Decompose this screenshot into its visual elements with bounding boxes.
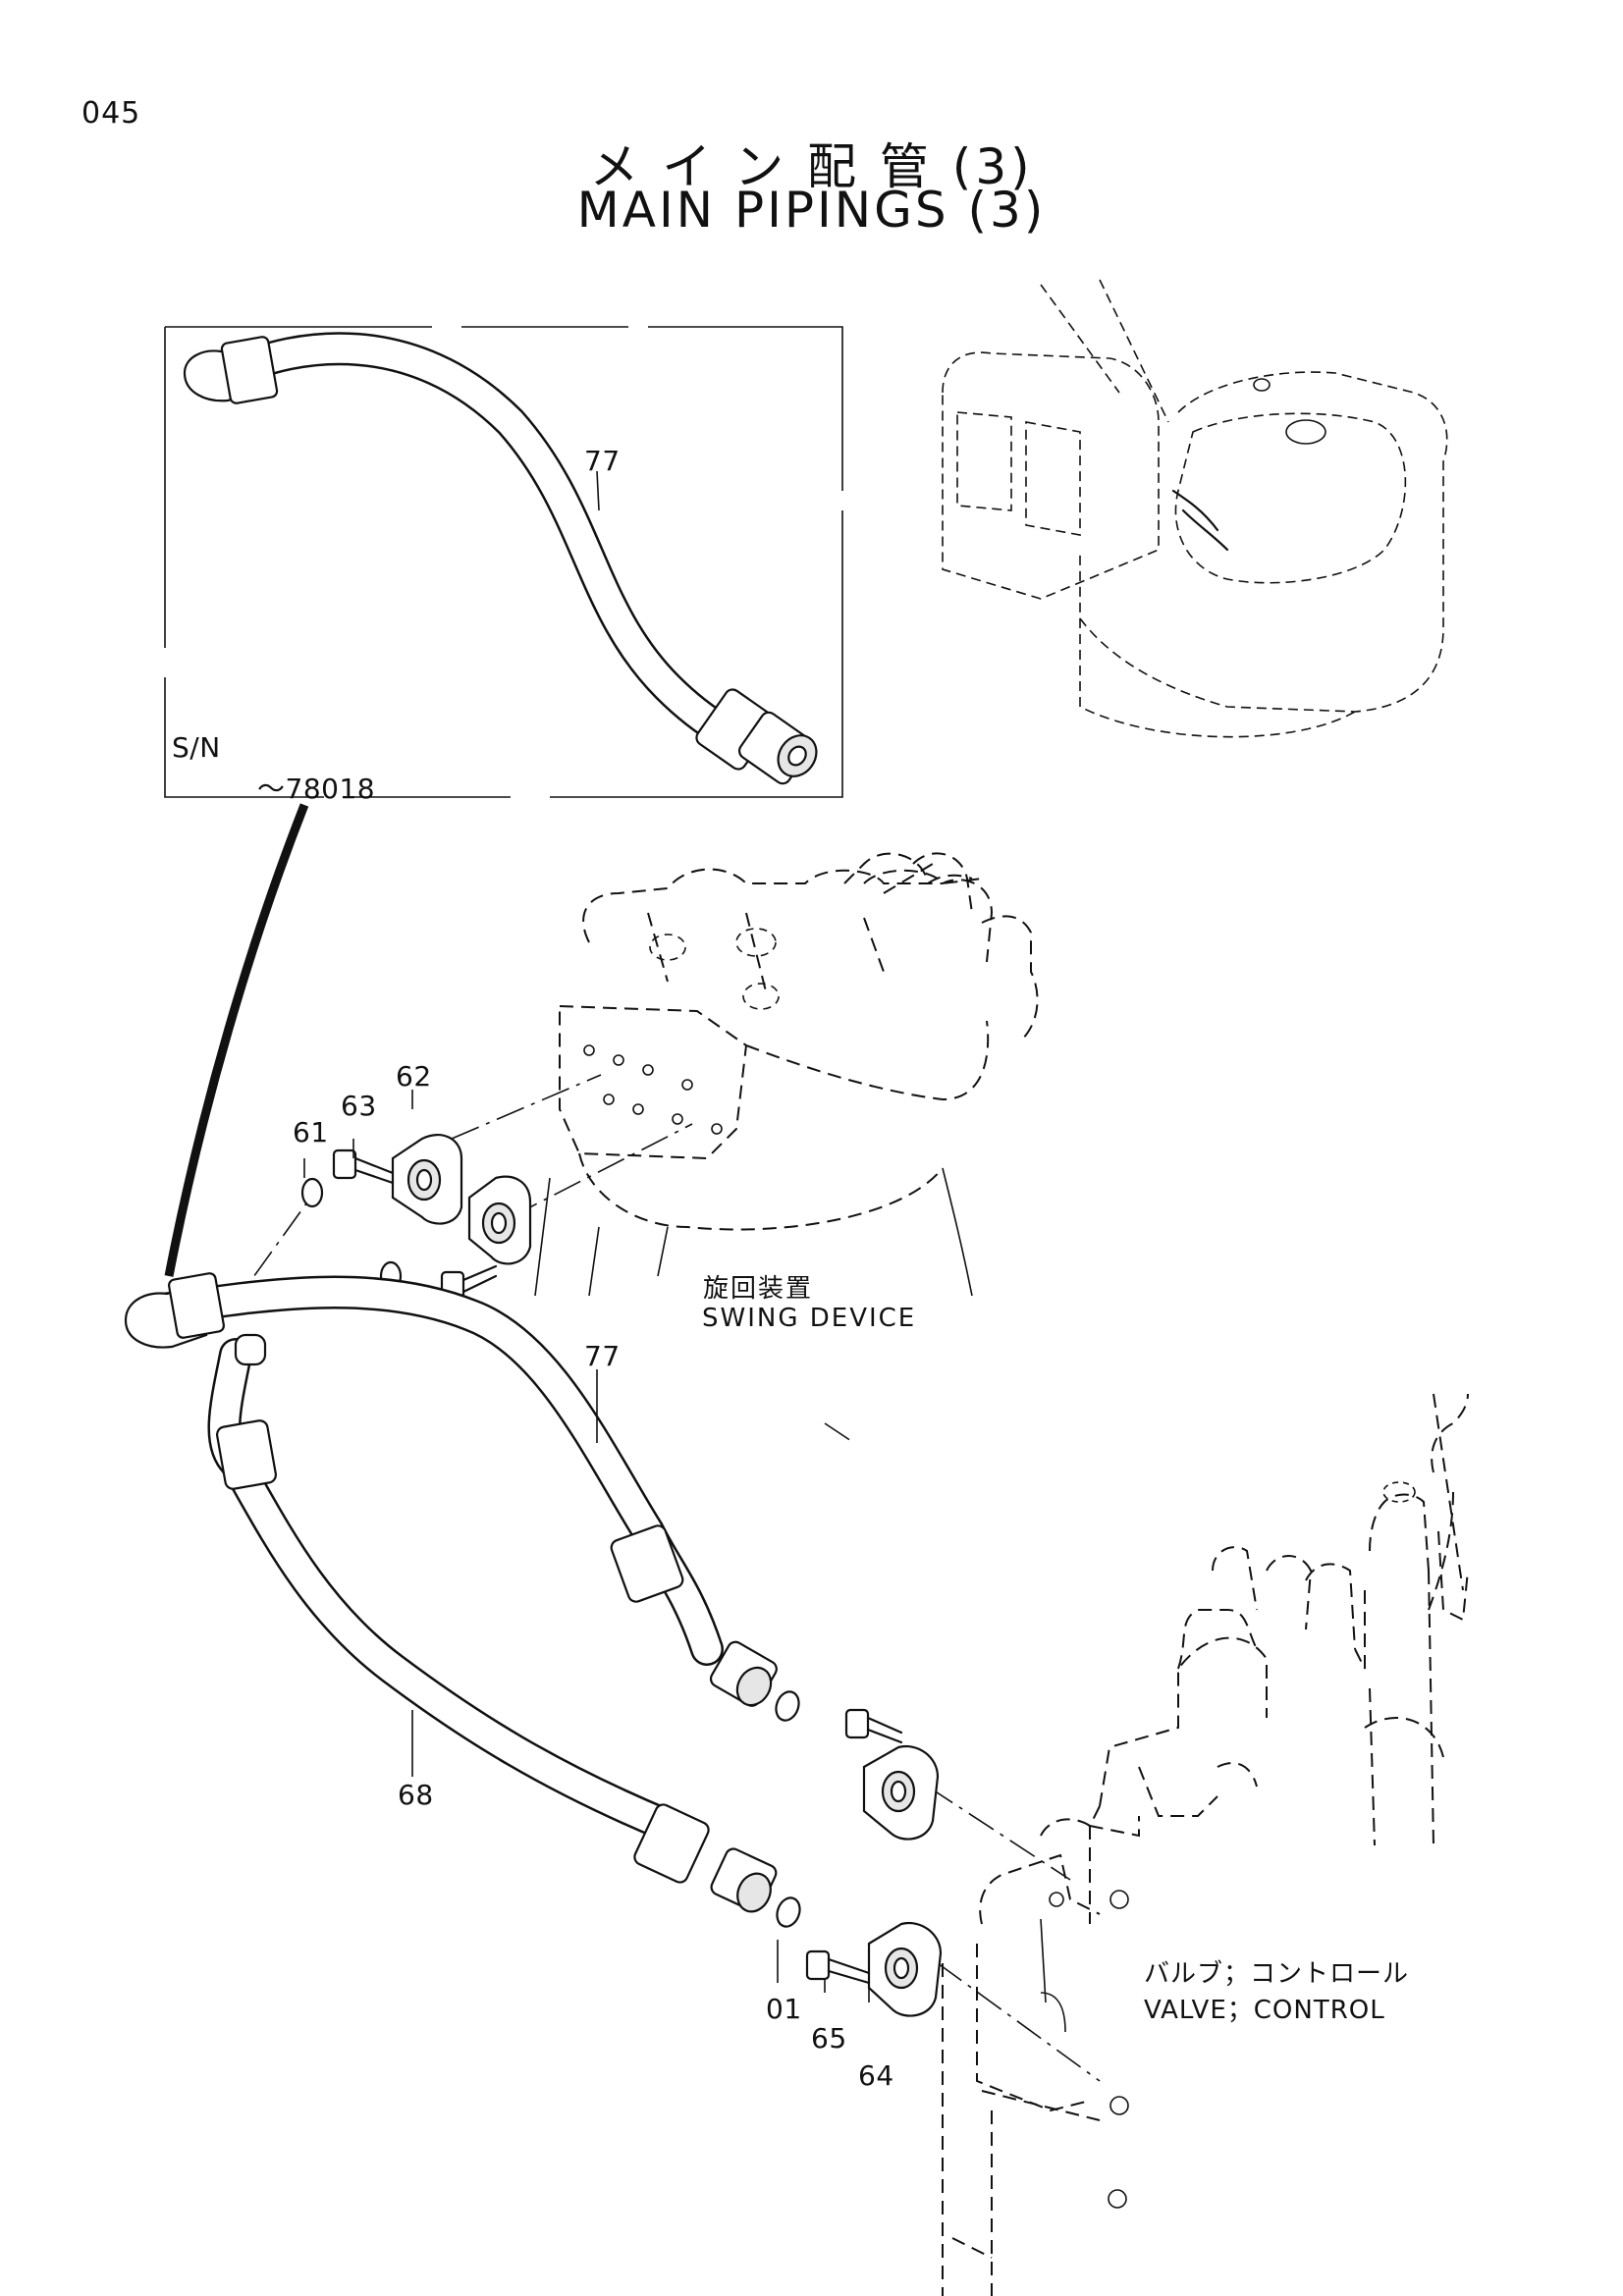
page-number: 045 — [81, 96, 141, 131]
o-ring-icon — [300, 1177, 403, 1292]
callout-68[interactable]: 68 — [398, 1779, 434, 1811]
hose-icon — [124, 1272, 778, 1913]
callout-63[interactable]: 63 — [341, 1090, 377, 1122]
inset-leader — [164, 803, 309, 1277]
control-valve-outline — [942, 1393, 1469, 2296]
inset-serial-label: S/N — [172, 731, 221, 764]
flange-icon — [391, 1134, 532, 1265]
callout-61[interactable]: 61 — [293, 1116, 329, 1148]
control-valve-label-ja: バルブ；コントロール — [1144, 1959, 1410, 1989]
callout-77-inset[interactable]: 77 — [584, 445, 621, 477]
callout-65[interactable]: 65 — [811, 2022, 847, 2055]
control-valve-label-en: VALVE；CONTROL — [1144, 1996, 1385, 2025]
callout-77-lower[interactable]: 77 — [584, 1340, 621, 1372]
callout-01[interactable]: 01 — [766, 1993, 802, 2025]
swing-device-label-en: SWING DEVICE — [702, 1304, 917, 1333]
swing-device-label-ja: 旋回装置 — [703, 1274, 814, 1304]
inset-serial-range: ～78018 — [257, 773, 376, 805]
excavator-overview-icon — [942, 279, 1448, 738]
swing-device-outline — [534, 852, 1039, 1297]
hose-icon — [183, 332, 818, 785]
o-ring-icon — [775, 1690, 801, 1928]
page-title-en: MAIN PIPINGS (3) — [576, 182, 1047, 239]
callout-64[interactable]: 64 — [858, 2059, 894, 2092]
flange-icon — [862, 1744, 943, 2017]
page-title-ja: メ イ ン 配 管 (3) — [589, 138, 1034, 195]
inset-frame — [164, 326, 843, 798]
callout-62[interactable]: 62 — [396, 1060, 432, 1093]
bolt-icon — [805, 1708, 903, 1985]
